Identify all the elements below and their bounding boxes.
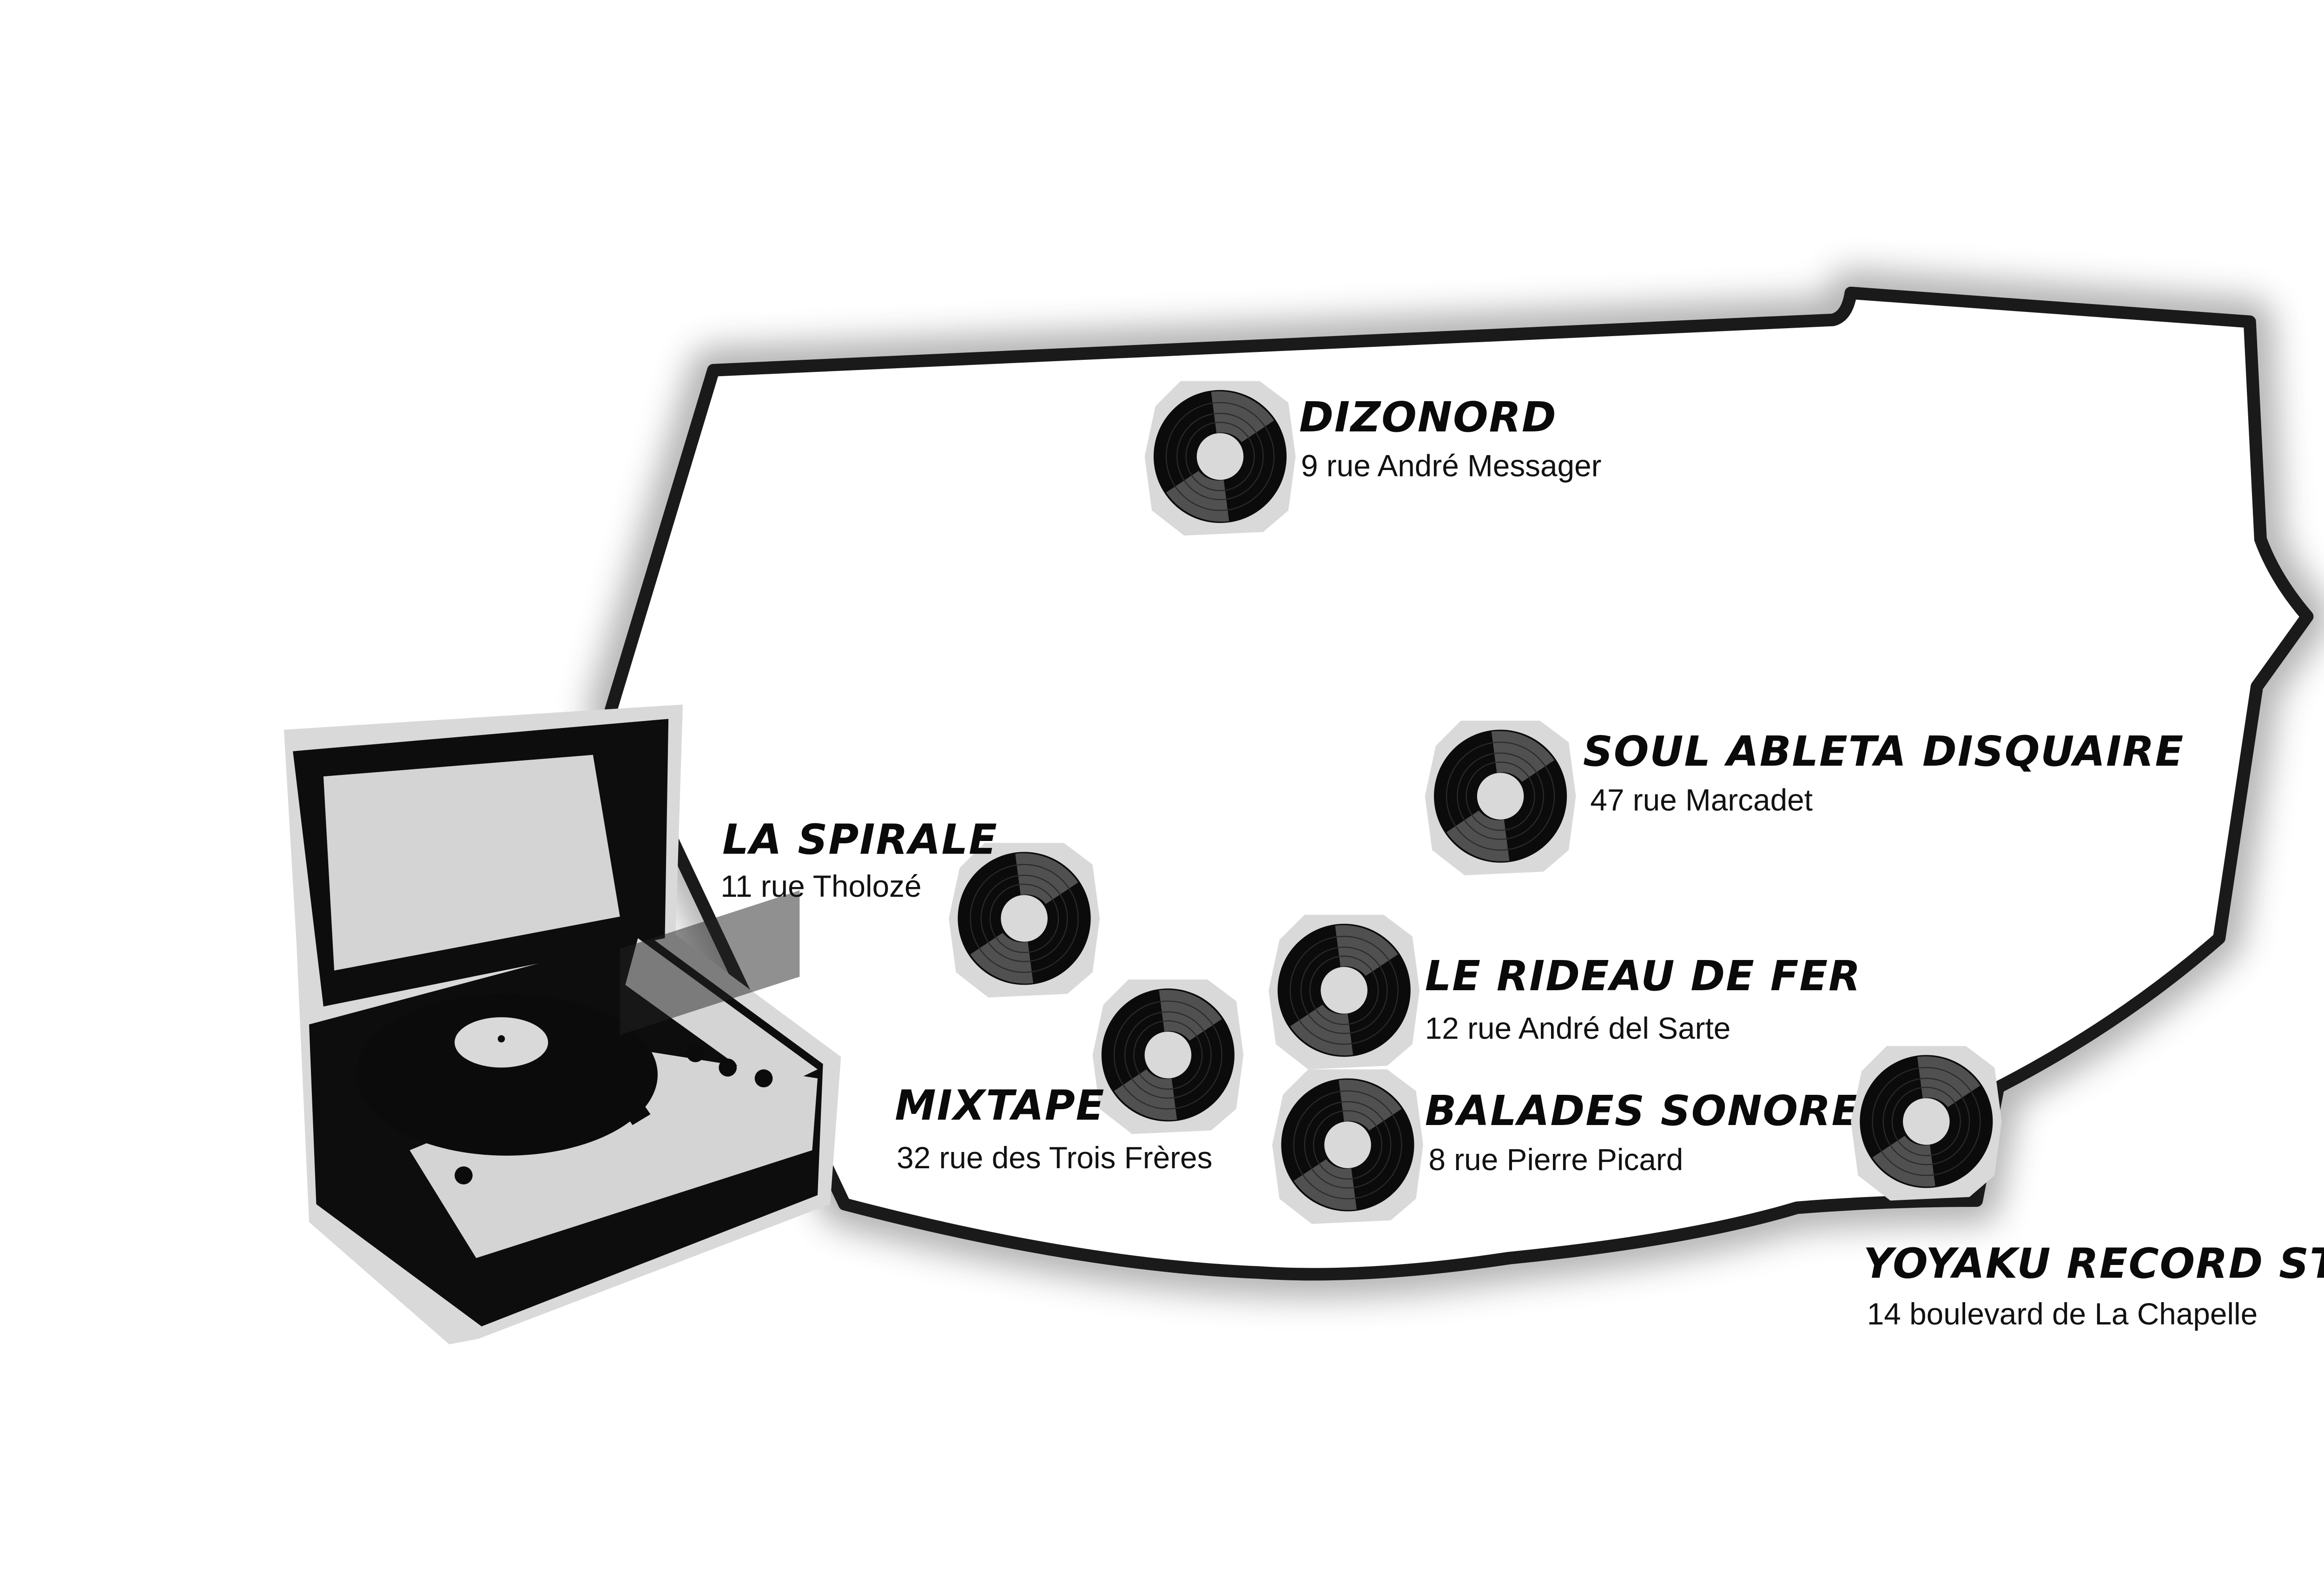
vinyl-record-icon (1271, 1068, 1424, 1225)
shop-name: YOYAKU RECORD STORE (1863, 1239, 2324, 1288)
vinyl-record-icon (948, 842, 1101, 999)
vinyl-record-icon (1268, 914, 1421, 1071)
shop-name: BALADES SONORES (1425, 1086, 1891, 1135)
shop-address: 9 rue André Messager (1301, 449, 1602, 483)
shop-marker-la-spirale[interactable]: LA SPIRALE 11 rue Tholozé (720, 815, 1101, 999)
shop-name: LA SPIRALE (722, 815, 998, 863)
vinyl-record-icon (1850, 1045, 2003, 1202)
shop-marker-le-rideau-de-fer[interactable]: LE RIDEAU DE FER 12 rue André del Sarte (1268, 914, 1862, 1071)
shop-address: 32 rue des Trois Frères (897, 1141, 1212, 1175)
shop-marker-yoyaku-record-store[interactable]: YOYAKU RECORD STORE 14 boulevard de La C… (1850, 1045, 2324, 1331)
vinyl-record-icon (1091, 979, 1245, 1135)
shop-address: 8 rue Pierre Picard (1428, 1143, 1683, 1177)
shop-marker-balades-sonores[interactable]: BALADES SONORES 8 rue Pierre Picard (1271, 1068, 1891, 1225)
shop-marker-soul-ableta-disquaire[interactable]: SOUL ABLETA DISQUAIRE 47 rue Marcadet (1424, 720, 2184, 876)
shop-address: 11 rue Tholozé (720, 869, 921, 903)
vinyl-record-icon (1143, 380, 1297, 536)
vinyl-record-icon (1424, 720, 1577, 876)
shop-name: LE RIDEAU DE FER (1425, 952, 1862, 1000)
shop-name: SOUL ABLETA DISQUAIRE (1583, 727, 2184, 775)
shop-address: 12 rue André del Sarte (1425, 1012, 1731, 1046)
shop-marker-dizonord[interactable]: DIZONORD 9 rue André Messager (1143, 380, 1602, 536)
shop-marker-mixtape[interactable]: MIXTAPE 32 rue des Trois Frères (895, 979, 1245, 1175)
vintage-turntable-icon (284, 704, 841, 1344)
shop-name: DIZONORD (1299, 393, 1557, 441)
shop-address: 47 rue Marcadet (1590, 783, 1813, 817)
shop-address: 14 boulevard de La Chapelle (1867, 1297, 2258, 1331)
shop-name: MIXTAPE (895, 1081, 1105, 1130)
